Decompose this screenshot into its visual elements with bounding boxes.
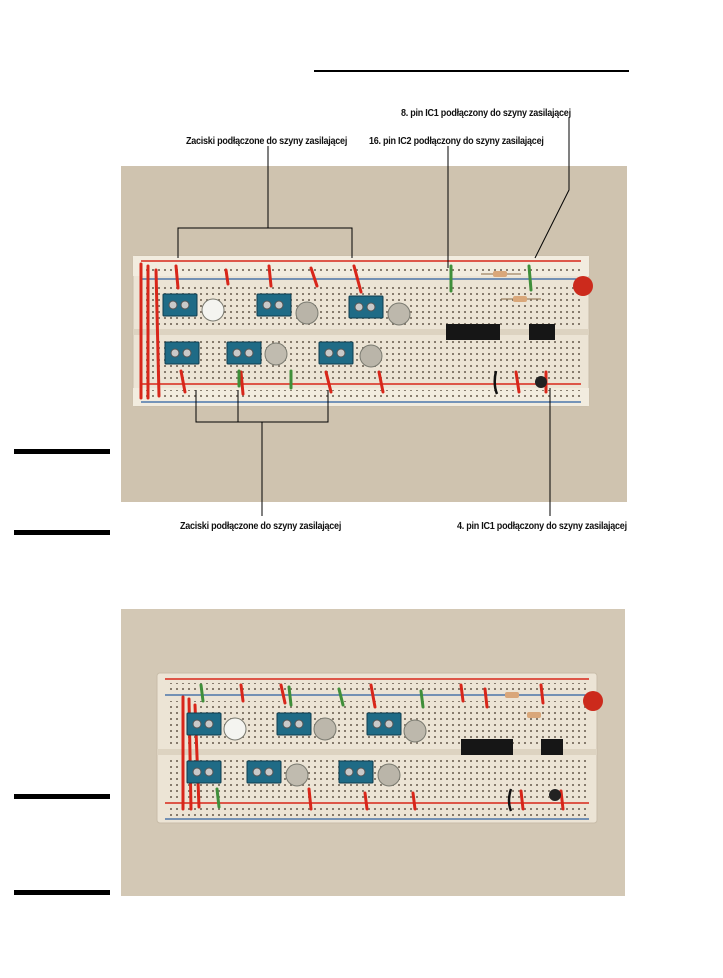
callout-terminals-top: Zaciski podłączone do szyny zasilającej	[186, 135, 348, 147]
header-rule	[314, 70, 629, 72]
side-rule-2	[14, 530, 110, 535]
callout-pin16-ic2: 16. pin IC2 podłączony do szyny zasilają…	[369, 135, 544, 147]
side-rule-1	[14, 449, 110, 454]
breadboard-photo-annotated	[121, 166, 627, 502]
side-rule-3	[14, 794, 110, 799]
callout-pin4-ic1: 4. pin IC1 podłączony do szyny zasilając…	[457, 520, 627, 532]
callout-pin8-ic1: 8. pin IC1 podłączony do szyny zasilając…	[401, 107, 571, 119]
breadboard-photo-plain	[121, 609, 625, 896]
callout-terminals-bottom: Zaciski podłączone do szyny zasilającej	[180, 520, 342, 532]
side-rule-4	[14, 890, 110, 895]
